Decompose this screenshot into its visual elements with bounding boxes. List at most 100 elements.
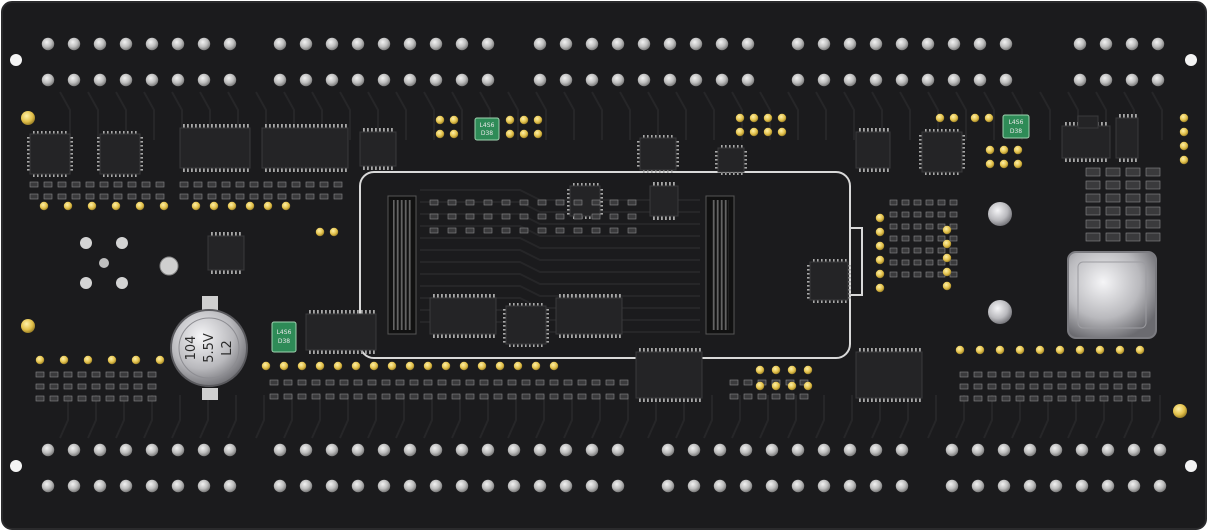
ic-pin [962,151,965,153]
smd-component [133,371,143,378]
ic-pin [1097,158,1099,162]
ic-pin [848,265,851,267]
ic-pin [859,348,861,352]
gold-pad [261,361,271,371]
smd-component [937,199,946,206]
header-pad [895,37,909,51]
ic-pin [45,131,47,134]
ic-pin [329,310,331,314]
trace [420,261,700,273]
ic-pin [665,216,667,220]
ic-pin [695,348,697,352]
ic-pin [841,300,843,303]
ic-pin [891,398,893,402]
header-pad [197,479,211,493]
ic-pin [281,124,283,128]
header-pad [895,73,909,87]
ic-pin [371,166,373,170]
smd-component [591,227,601,234]
header-pad [945,479,959,493]
trace [563,395,573,439]
ic-pin [725,172,727,175]
ic-body [505,305,547,345]
ic-pin [863,348,865,352]
header-pad [299,479,313,493]
header-pad [1101,443,1115,457]
smd-component [925,223,934,230]
header-pad [1073,73,1087,87]
ic-pin [27,137,30,139]
ic-pin [97,165,100,167]
smd-component [179,181,189,188]
header-pad [507,479,521,493]
ic-pin [361,350,363,354]
ic-pin [537,303,539,306]
header-pad [947,73,961,87]
smd-component [959,371,969,378]
ic-pin [127,131,129,134]
ic-pin [673,182,675,186]
smd-component [85,181,95,188]
ic-chip [305,310,377,354]
header-pad [715,73,729,87]
ic-pin [195,168,197,172]
ic-pin [925,172,927,175]
ic-pin [215,168,217,172]
smd-component [889,211,898,218]
ic-pin [140,149,143,151]
header-pad [273,37,287,51]
header-pad [119,443,133,457]
ic-pin [871,398,873,402]
gold-pad [435,115,445,125]
gold-pad [549,361,559,371]
header-pad [999,73,1013,87]
trace [899,395,909,439]
smd-component [1141,395,1151,402]
ic-pin [593,183,595,186]
ic-pin [445,334,447,338]
header-pad [403,479,417,493]
header-pad [299,37,313,51]
ic-pin [845,259,847,262]
ic-pin [807,289,810,291]
smd-component [465,199,475,206]
ic-pin [807,297,810,299]
ic-pin [57,174,59,177]
ic-chip [919,129,965,175]
smd-component [987,371,997,378]
smd-component [785,393,795,400]
ic-pin [599,294,601,298]
smd-component [1127,395,1137,402]
smd-component [959,395,969,402]
smd-component [937,247,946,254]
ic-pin [600,213,603,215]
trace [1039,395,1049,439]
header-pad [663,73,677,87]
ic-pin [715,167,718,169]
ic-pin [1105,158,1107,162]
ic-pin [239,124,241,128]
ic-pin [837,259,839,262]
ic-pin [345,350,347,354]
gold-pad [763,127,773,137]
ic-pin [962,147,965,149]
gold-pad [505,129,515,139]
smd-component [423,393,433,400]
smd-component [973,395,983,402]
ic-pin [813,259,815,262]
ic-pin [70,157,73,159]
ic-pin [879,348,881,352]
smd-component [549,393,559,400]
ic-pin [235,270,237,274]
ic-pin [591,294,593,298]
header-pad [145,479,159,493]
ic-pin [671,348,673,352]
ic-pin [353,310,355,314]
ic-pin [933,129,935,132]
ic-pin [227,124,229,128]
ic-pin [321,310,323,314]
gold-pad [533,129,543,139]
header-pad [325,479,339,493]
ic-pin [817,259,819,262]
